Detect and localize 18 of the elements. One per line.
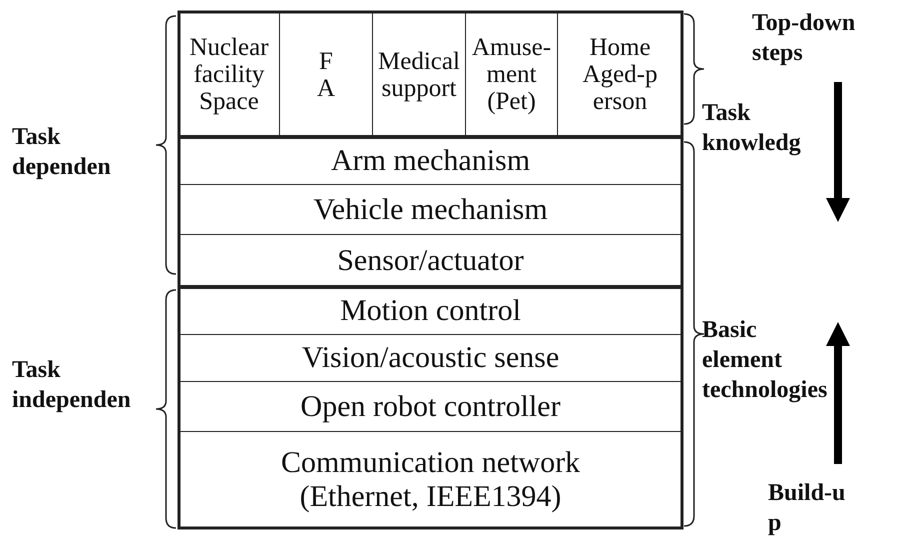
side-label: Task knowledg — [702, 99, 802, 158]
layer-text: Vision/acoustic sense — [302, 341, 560, 375]
layer-text: Communication network (Ethernet, IEEE1394) — [280, 446, 582, 514]
cell-text: F A — [316, 48, 336, 102]
layer-text: Open robot controller — [300, 390, 560, 424]
layer-text: Arm mechanism — [330, 144, 530, 178]
side-label: Task dependen — [12, 123, 112, 182]
layer-text: Vehicle mechanism — [313, 192, 548, 226]
side-label: Top-down steps — [752, 9, 856, 68]
layer-text: Sensor/actuator — [337, 244, 524, 278]
cell-text: Home Aged-p erson — [582, 34, 658, 115]
cell-text: Nuclear facility Space — [188, 34, 270, 115]
side-label: Task independen — [12, 356, 132, 415]
side-label: Build-u p — [768, 479, 846, 538]
cell-text: Amuse- ment (Pet) — [470, 34, 552, 115]
side-label: Basic element technologies — [702, 316, 828, 405]
layer-text: Motion control — [340, 294, 521, 328]
cell-text: Medical support — [377, 48, 461, 102]
